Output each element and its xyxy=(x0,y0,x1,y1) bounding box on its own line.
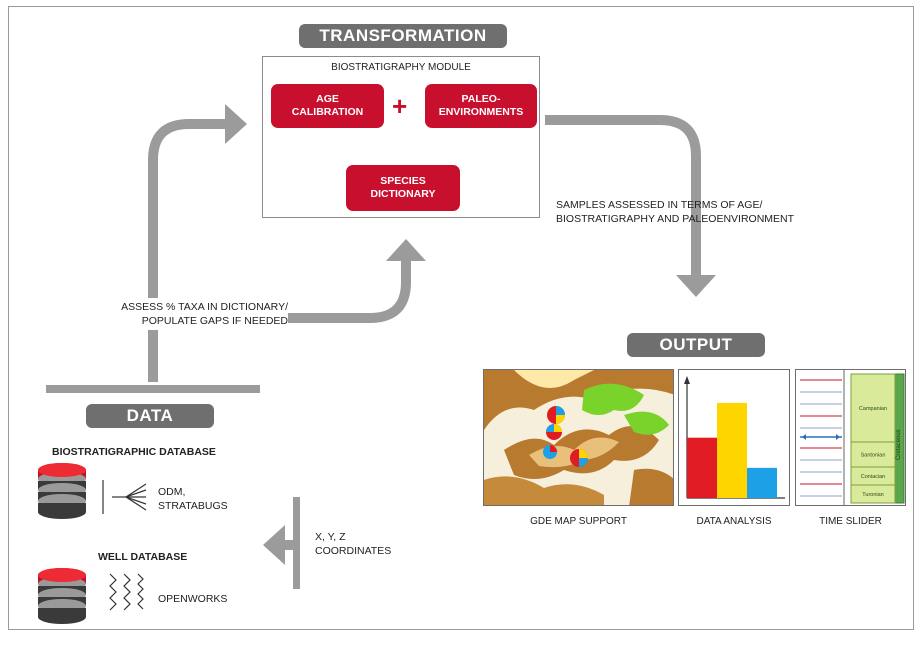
caption-gde-map: GDE MAP SUPPORT xyxy=(530,516,627,527)
age-calibration-box: AGE CALIBRATION xyxy=(271,84,384,128)
data-baseline xyxy=(46,385,260,393)
gde-map-image xyxy=(484,370,673,505)
caption-time-slider: TIME SLIDER xyxy=(819,516,882,527)
bar-2 xyxy=(747,467,777,498)
caption-data-analysis: DATA ANALYSIS xyxy=(696,516,772,527)
well-database-label: WELL DATABASE xyxy=(98,551,188,563)
transformation-title: TRANSFORMATION xyxy=(299,24,507,48)
arrow-data-to-species xyxy=(153,239,426,323)
time-slider-stage: Turonian xyxy=(862,492,884,498)
time-slider-stage: Santonian xyxy=(861,453,886,459)
data-analysis-panel xyxy=(678,369,790,506)
data-title: DATA xyxy=(86,404,214,428)
paleo-environments-box: PALEO- ENVIRONMENTS xyxy=(425,84,537,128)
samples-assessed-label: SAMPLES ASSESSED IN TERMS OF AGE/ BIOSTR… xyxy=(556,199,795,226)
arrow-module-to-output xyxy=(545,115,716,297)
output-title: OUTPUT xyxy=(627,333,765,357)
bar-chart xyxy=(684,376,785,499)
xyz-label: X, Y, Z COORDINATES xyxy=(315,531,392,558)
diagram-frame xyxy=(8,6,914,630)
bar-1 xyxy=(717,402,747,498)
time-slider-stage: Campanian xyxy=(859,406,887,412)
xyz-bar xyxy=(293,497,300,589)
well-db-items: OPENWORKS xyxy=(158,593,228,605)
biostratigraphic-database-label: BIOSTRATIGRAPHIC DATABASE xyxy=(52,446,216,458)
bar-0 xyxy=(687,437,717,498)
plus-sign: + xyxy=(392,91,408,121)
time-slider-stage: Coniacian xyxy=(861,474,885,480)
species-dictionary-box: SPECIES DICTIONARY xyxy=(346,165,460,211)
bio-db-items: ODM, STRATABUGS xyxy=(158,486,228,513)
gde-map-panel xyxy=(483,369,674,506)
assess-taxa-label: ASSESS % TAXA IN DICTIONARY/ POPULATE GA… xyxy=(60,298,288,331)
time-slider-period: Cretaceous xyxy=(896,429,902,460)
module-title: BIOSTRATIGRAPHY MODULE xyxy=(331,62,471,73)
arrow-data-to-age xyxy=(148,104,247,382)
